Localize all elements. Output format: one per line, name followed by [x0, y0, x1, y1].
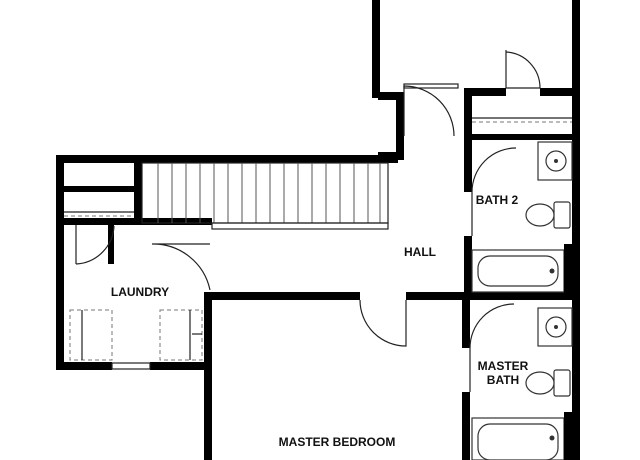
bathtub-icon [471, 244, 572, 300]
sink-icon [537, 307, 573, 347]
door-laundry [75, 225, 115, 265]
wall-laundry-left [56, 155, 64, 370]
room-label-master-bath-1: MASTER [478, 359, 529, 373]
wall-closet-top-left [464, 88, 506, 96]
wall-bath-divider [406, 292, 580, 300]
washer-icon [69, 309, 113, 361]
wall-closet-bottom [464, 134, 580, 140]
door-laundry-hall [151, 243, 211, 291]
sink-icon [537, 141, 573, 181]
wall-right-lower [572, 300, 580, 460]
wall-stair-top [56, 155, 398, 163]
wall-master-bath-left-upper [462, 292, 470, 348]
door-hall-top [403, 85, 455, 137]
room-label-master-bath-2: BATH [487, 373, 519, 387]
room-label-laundry: LAUNDRY [111, 285, 169, 299]
wall-master-bath-left-lower [462, 392, 470, 460]
wall-bedroom-top [204, 292, 360, 300]
wall-bedroom-left [204, 292, 212, 460]
wall-closet-ledge [378, 92, 400, 100]
room-label-bath2: BATH 2 [476, 193, 519, 207]
wall-right [572, 0, 580, 302]
walls [56, 0, 580, 460]
door-master-bedroom [359, 299, 407, 347]
wall-top-left [372, 0, 380, 98]
doors [75, 50, 541, 392]
wall-stair-left [134, 155, 142, 223]
toilet-icon [525, 201, 571, 229]
door-closet-top [505, 50, 541, 89]
stairs-icon [141, 162, 389, 230]
wall-bath2-left-upper [464, 140, 472, 192]
room-label-hall: HALL [404, 245, 436, 259]
toilet-icon [525, 369, 571, 397]
door-master-bath [469, 303, 515, 392]
door-bath2 [471, 147, 517, 236]
wall-laundry-bottom-right [150, 362, 208, 370]
wall-laundry-bottom-left [56, 362, 112, 370]
wall-closet-left [464, 88, 472, 148]
window-laundry [111, 362, 151, 370]
wall-bath2-left-lower [464, 236, 472, 300]
wall-closet-top-right [540, 88, 580, 96]
wall-hall-left [396, 92, 404, 158]
shelves [64, 117, 572, 217]
wall-laundry-top [56, 218, 212, 225]
bathtub-icon [471, 412, 572, 460]
wall-upper-closet [56, 186, 138, 192]
room-label-master-bedroom: MASTER BEDROOM [279, 435, 396, 449]
dryer-icon [159, 309, 203, 361]
